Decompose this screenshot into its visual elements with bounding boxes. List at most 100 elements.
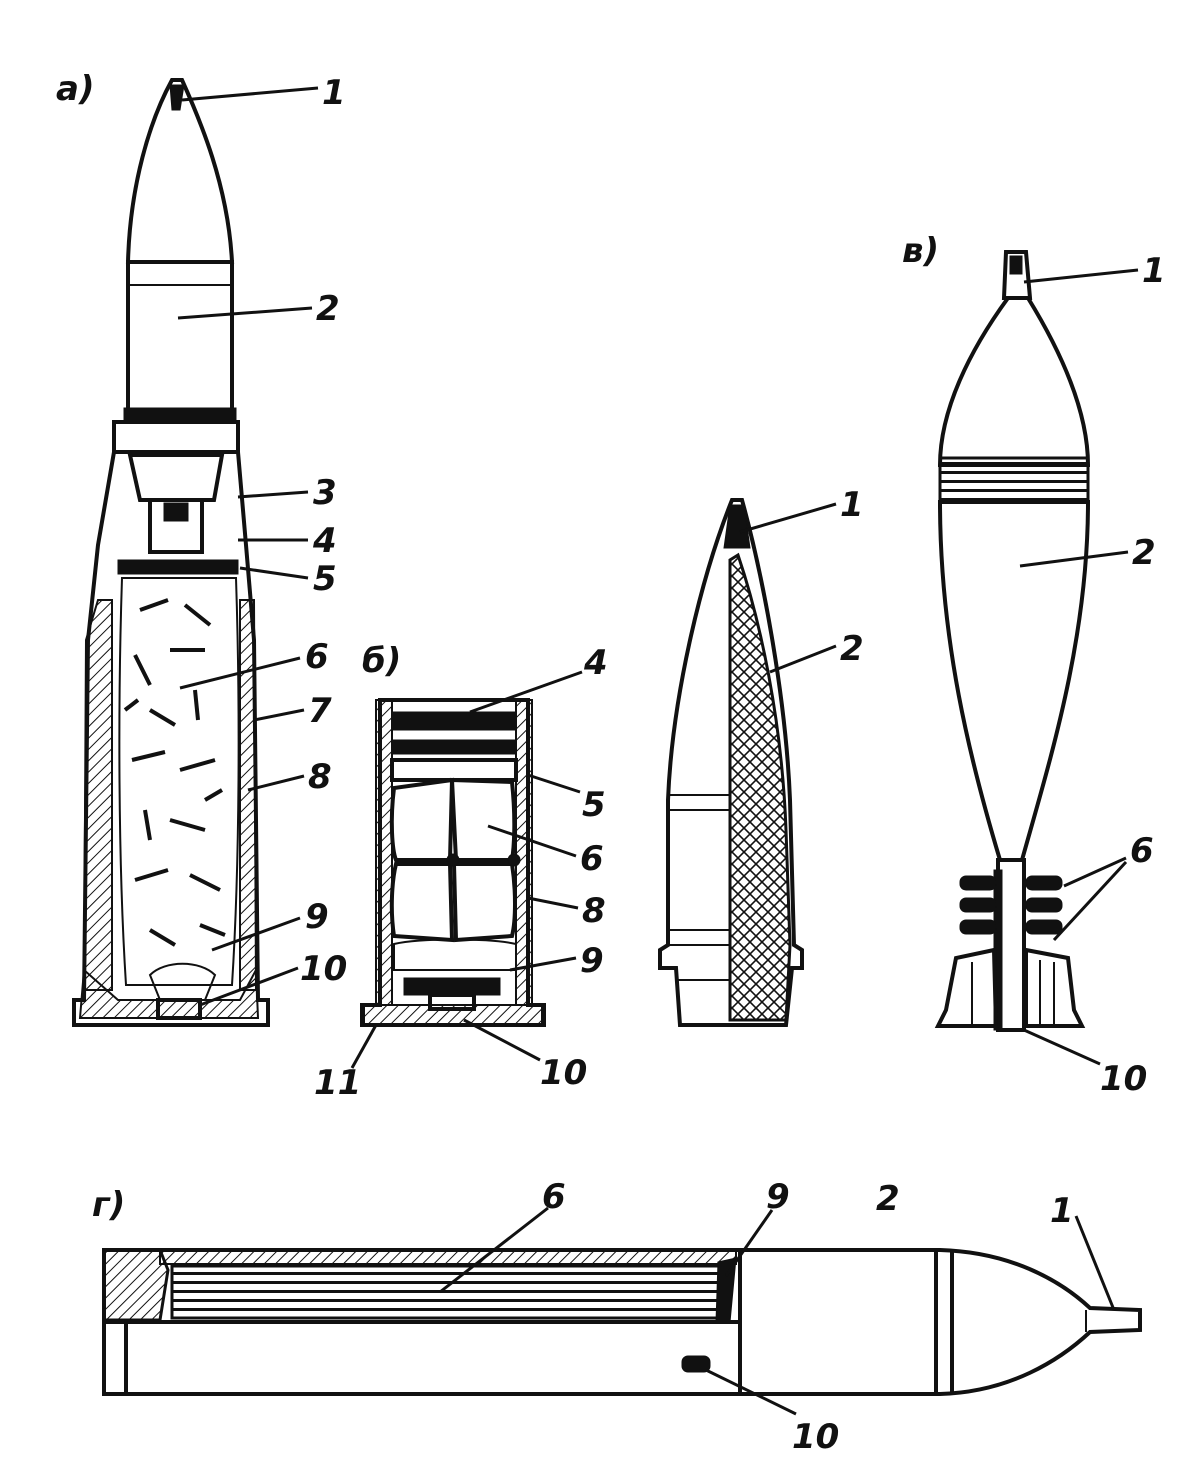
- v-label-10: 10: [1100, 1059, 1147, 1099]
- a-leader-5: [239, 566, 309, 580]
- figure-v-tag: в): [902, 231, 939, 271]
- figure-projectile: 1 2: [658, 485, 864, 1027]
- b-leader-10: [463, 1018, 541, 1062]
- g-leader-1: [1074, 1215, 1116, 1311]
- g-propellant: [170, 1264, 722, 1320]
- figure-g-rocket: г) 6 9 2 1 10: [92, 1177, 1142, 1457]
- a-label-6: 6: [305, 637, 329, 677]
- v-bourrelet: [938, 456, 1090, 504]
- figure-b-charge: б) 4 5 6 8 9 10 11: [314, 641, 608, 1103]
- a-tracer-housing: [148, 498, 204, 554]
- v-charges: [959, 875, 1063, 935]
- g-label-9: 9: [766, 1177, 790, 1217]
- b-knot-center: [446, 853, 460, 867]
- v-fuze-tip: [1009, 255, 1023, 275]
- g-leader-10: [705, 1368, 797, 1416]
- b-top-bag: [390, 758, 518, 782]
- b-leader-9: [509, 956, 577, 972]
- a-driving-band: [123, 407, 237, 423]
- a-leader-7: [253, 708, 305, 722]
- b-label-6: 6: [580, 839, 604, 879]
- a-leader-8: [247, 774, 305, 792]
- a-case-wall-left: [82, 599, 113, 991]
- a-case-base: [78, 966, 260, 1019]
- a-label-9: 9: [305, 897, 329, 937]
- b-bundle-1: [389, 777, 455, 862]
- v-leader-1: [1023, 268, 1139, 284]
- b-bundle-3: [389, 862, 455, 943]
- b-knot-right: [507, 853, 521, 867]
- a-wad: [117, 559, 239, 575]
- a-tracer: [163, 502, 189, 522]
- a-igniter: [148, 962, 217, 1001]
- a-powder-bag: [118, 577, 240, 986]
- g-leader-9: [724, 1209, 774, 1277]
- b-leader-6: [487, 824, 577, 858]
- g-label-6: 6: [542, 1177, 566, 1217]
- g-outline: [102, 1248, 1142, 1396]
- a-case-wall-right: [239, 599, 258, 991]
- a-label-1: 1: [322, 73, 346, 113]
- v-fin-left: [934, 947, 999, 1028]
- v-label-2: 2: [1132, 533, 1156, 573]
- figure-v-mortar: в) 1 2 6 10: [902, 231, 1166, 1099]
- a-label-5: 5: [313, 559, 337, 599]
- b-bundle-4: [451, 862, 517, 943]
- v-nose: [937, 296, 1091, 467]
- a-label-3: 3: [313, 473, 337, 513]
- b-label-9: 9: [580, 941, 604, 981]
- a-primer: [156, 998, 202, 1020]
- figure-g-tag: г): [92, 1185, 125, 1225]
- g-label-10: 10: [792, 1417, 839, 1457]
- b-label-4: 4: [583, 643, 608, 683]
- figure-b-tag: б): [362, 641, 401, 681]
- a-label-7: 7: [308, 691, 332, 731]
- proj-section: [728, 552, 792, 1022]
- a-case-mouth: [112, 420, 240, 454]
- v-label-6: 6: [1130, 831, 1154, 871]
- a-leader-10: [199, 966, 299, 1007]
- b-wall-right: [515, 699, 533, 1006]
- a-fuze-tip: [169, 84, 185, 111]
- b-primer: [428, 993, 476, 1011]
- g-primer: [681, 1355, 711, 1373]
- b-leader-5: [527, 773, 581, 794]
- a-leader-6: [179, 656, 301, 690]
- figure-a-cartridge: а) 1 2 3 4 5 6 7 8 9 10: [56, 69, 347, 1027]
- b-leader-11: [350, 1024, 378, 1069]
- g-label-2: 2: [876, 1179, 900, 1219]
- v-label-1: 1: [1142, 251, 1166, 291]
- b-leader-8: [527, 896, 579, 910]
- b-case-base: [363, 1004, 543, 1026]
- b-label-5: 5: [582, 785, 606, 825]
- v-leader-2: [1019, 550, 1129, 568]
- b-wall-left: [375, 699, 393, 1006]
- a-leader-3: [237, 490, 309, 499]
- a-leader-2: [177, 306, 313, 320]
- v-fuze: [1001, 250, 1033, 300]
- b-igniter-bag: [393, 938, 517, 971]
- proj-label-1: 1: [840, 485, 864, 525]
- b-label-10: 10: [540, 1053, 587, 1093]
- g-label-1: 1: [1050, 1191, 1074, 1231]
- g-casing-hatch: [159, 1249, 737, 1265]
- proj-label-2: 2: [840, 629, 864, 669]
- b-label-8: 8: [582, 891, 606, 931]
- v-fin-right: [1024, 947, 1086, 1028]
- g-nozzle-block: [102, 1248, 170, 1322]
- a-label-4: 4: [312, 521, 337, 561]
- b-bundle-2: [449, 777, 517, 862]
- figure-a-tag: а): [56, 69, 94, 109]
- v-leader-10: [1023, 1028, 1101, 1066]
- b-leader-4: [469, 670, 583, 714]
- v-body: [937, 500, 1091, 862]
- proj-leader-1: [739, 502, 837, 534]
- proj-outline: [658, 498, 804, 1027]
- v-leader-6a: [1063, 856, 1127, 888]
- proj-fuze: [723, 504, 751, 549]
- a-label-10: 10: [300, 949, 347, 989]
- b-wad: [391, 739, 517, 755]
- b-igniter: [403, 977, 501, 996]
- v-leader-6b: [1052, 860, 1128, 942]
